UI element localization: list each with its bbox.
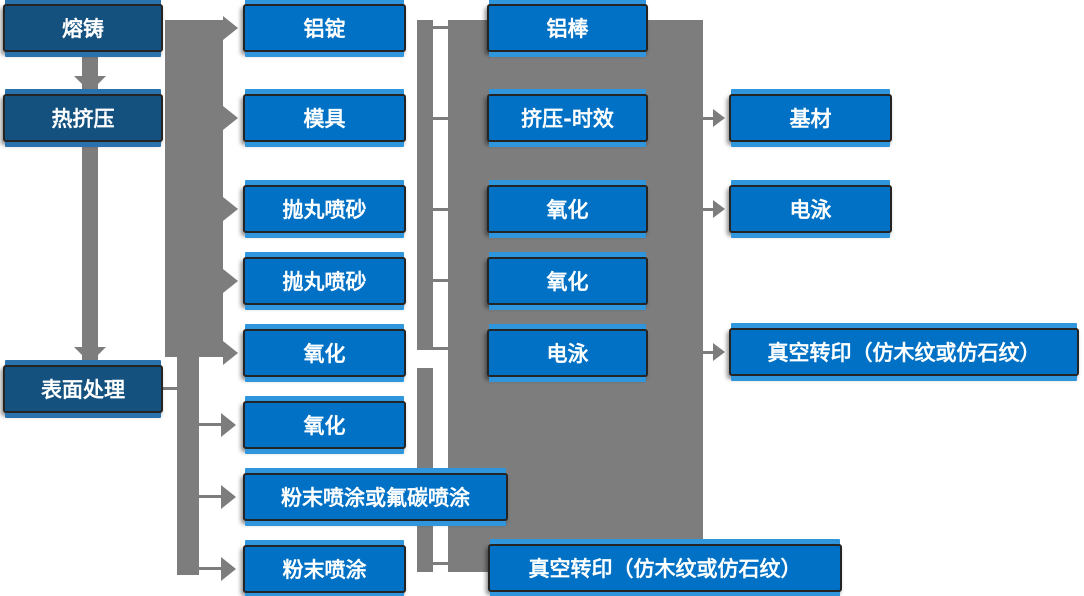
node-oxidation-3: 氧化 xyxy=(487,185,648,233)
stem-to-electrophoresis-out xyxy=(703,208,713,211)
node-oxidation-1: 氧化 xyxy=(243,329,406,377)
arrow-to-powder-fluorocarbon xyxy=(221,485,236,509)
node-label: 氧化 xyxy=(546,198,589,222)
node-melt-casting: 熔铸 xyxy=(3,4,163,52)
node-label: 熔铸 xyxy=(62,17,104,41)
stem-to-powder-fluorocarbon xyxy=(199,495,223,498)
arrow-to-mold xyxy=(223,106,238,130)
stem-to-base-material xyxy=(703,117,713,120)
arrow-to-base-material xyxy=(713,109,725,127)
node-label: 基材 xyxy=(789,107,832,131)
tick-row-extrusion-aging xyxy=(433,117,448,120)
arrow-to-aluminum-ingot xyxy=(223,16,238,40)
node-surface-treatment: 表面处理 xyxy=(3,365,163,413)
node-label: 挤压-时效 xyxy=(521,107,614,131)
node-label: 粉末喷涂或氟碳喷涂 xyxy=(281,486,470,510)
distribution-bar-lower xyxy=(177,357,199,575)
node-vacuum-transfer-bottom: 真空转印（仿木纹或仿石纹） xyxy=(488,544,842,592)
node-aluminum-ingot: 铝锭 xyxy=(243,4,406,52)
tick-row-aluminum-rod xyxy=(433,26,448,29)
arrow-down-to-surface-treatment xyxy=(74,347,106,363)
arrow-down-to-hot-extrusion xyxy=(74,76,106,92)
node-label: 热挤压 xyxy=(51,107,115,131)
node-shot-blasting-2: 抛丸喷砂 xyxy=(243,257,406,305)
arrow-to-oxidation-1 xyxy=(223,341,238,365)
stem-to-vacuum-transfer-right xyxy=(703,351,713,354)
node-oxidation-2: 氧化 xyxy=(243,401,406,449)
arrow-to-vacuum-transfer-right xyxy=(713,343,725,361)
tick-row-vacuum-transfer-bottom xyxy=(433,562,448,565)
node-oxidation-4: 氧化 xyxy=(487,257,648,305)
node-label: 抛丸喷砂 xyxy=(282,198,367,222)
node-hot-extrusion: 热挤压 xyxy=(3,94,163,142)
collector-bar-upper xyxy=(417,20,433,350)
node-electrophoresis-out: 电泳 xyxy=(729,185,892,233)
node-label: 铝棒 xyxy=(546,17,589,41)
node-label: 电泳 xyxy=(789,198,832,222)
node-base-material: 基材 xyxy=(729,94,892,142)
distribution-band-upper xyxy=(165,20,223,357)
node-label: 真空转印（仿木纹或仿石纹） xyxy=(767,341,1041,365)
arrow-to-shot-blasting-1 xyxy=(223,197,238,221)
arrow-to-oxidation-2 xyxy=(221,413,236,437)
tick-row-oxidation-a xyxy=(433,208,448,211)
tick-row-oxidation-b xyxy=(433,279,448,282)
node-aluminum-rod: 铝棒 xyxy=(487,4,648,52)
node-mold: 模具 xyxy=(243,94,406,142)
node-label: 真空转印（仿木纹或仿石纹） xyxy=(528,557,802,581)
node-powder-coating: 粉末喷涂 xyxy=(243,545,406,593)
tick-row-electrophoresis xyxy=(433,347,448,350)
node-vacuum-transfer-right: 真空转印（仿木纹或仿石纹） xyxy=(729,328,1079,376)
node-label: 模具 xyxy=(303,107,346,131)
node-powder-or-fluorocarbon-coating: 粉末喷涂或氟碳喷涂 xyxy=(243,473,508,521)
node-label: 氧化 xyxy=(303,342,346,366)
arrow-to-electrophoresis-out xyxy=(713,200,725,218)
node-label: 粉末喷涂 xyxy=(282,558,367,582)
node-electrophoresis-mid: 电泳 xyxy=(487,329,648,377)
stem-to-powder-coating xyxy=(199,567,223,570)
collector-bar-lower xyxy=(417,368,433,572)
node-label: 氧化 xyxy=(546,270,589,294)
surface-treatment-connector-line xyxy=(162,387,177,390)
node-label: 电泳 xyxy=(546,342,589,366)
node-label: 抛丸喷砂 xyxy=(282,270,367,294)
node-label: 表面处理 xyxy=(41,378,125,402)
stem-to-oxidation-2 xyxy=(199,423,223,426)
node-label: 铝锭 xyxy=(303,17,346,41)
node-shot-blasting-1: 抛丸喷砂 xyxy=(243,185,406,233)
arrow-to-shot-blasting-2 xyxy=(223,269,238,293)
node-label: 氧化 xyxy=(303,414,346,438)
node-extrusion-aging: 挤压-时效 xyxy=(487,94,648,142)
arrow-to-powder-coating xyxy=(221,557,236,581)
